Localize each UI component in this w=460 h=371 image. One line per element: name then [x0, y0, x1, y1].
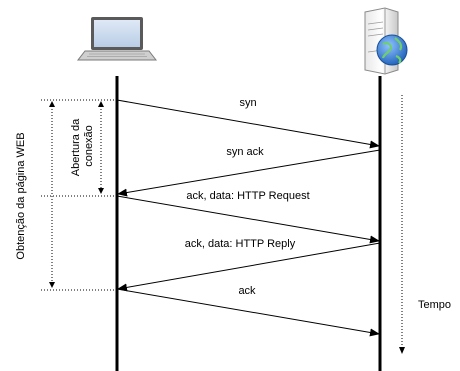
phase-guides [41, 95, 403, 348]
message-label-http-request: ack, data: HTTP Request [186, 190, 309, 202]
message-label-http-reply: ack, data: HTTP Reply [185, 238, 296, 250]
message-arrow-http-request [116, 195, 380, 244]
message-label-syn-ack: syn ack [226, 146, 264, 158]
message-label-syn: syn [239, 97, 256, 109]
phase-label-connection-open: Abertura da conexão [70, 116, 95, 177]
message-arrow-syn [116, 99, 380, 149]
message-arrow-http-reply [117, 242, 381, 292]
time-axis-arrowhead [399, 347, 405, 354]
laptop-icon [76, 17, 158, 61]
phase-label-page-fetch: Obtenção da página WEB [15, 132, 27, 259]
message-arrow-syn-ack [117, 149, 381, 197]
message-label-ack: ack [238, 285, 256, 297]
web-server-icon [364, 7, 408, 75]
time-axis-label: Tempo [418, 299, 451, 311]
message-arrow-ack [116, 288, 380, 337]
phase-bracket-arrowheads [49, 101, 104, 288]
